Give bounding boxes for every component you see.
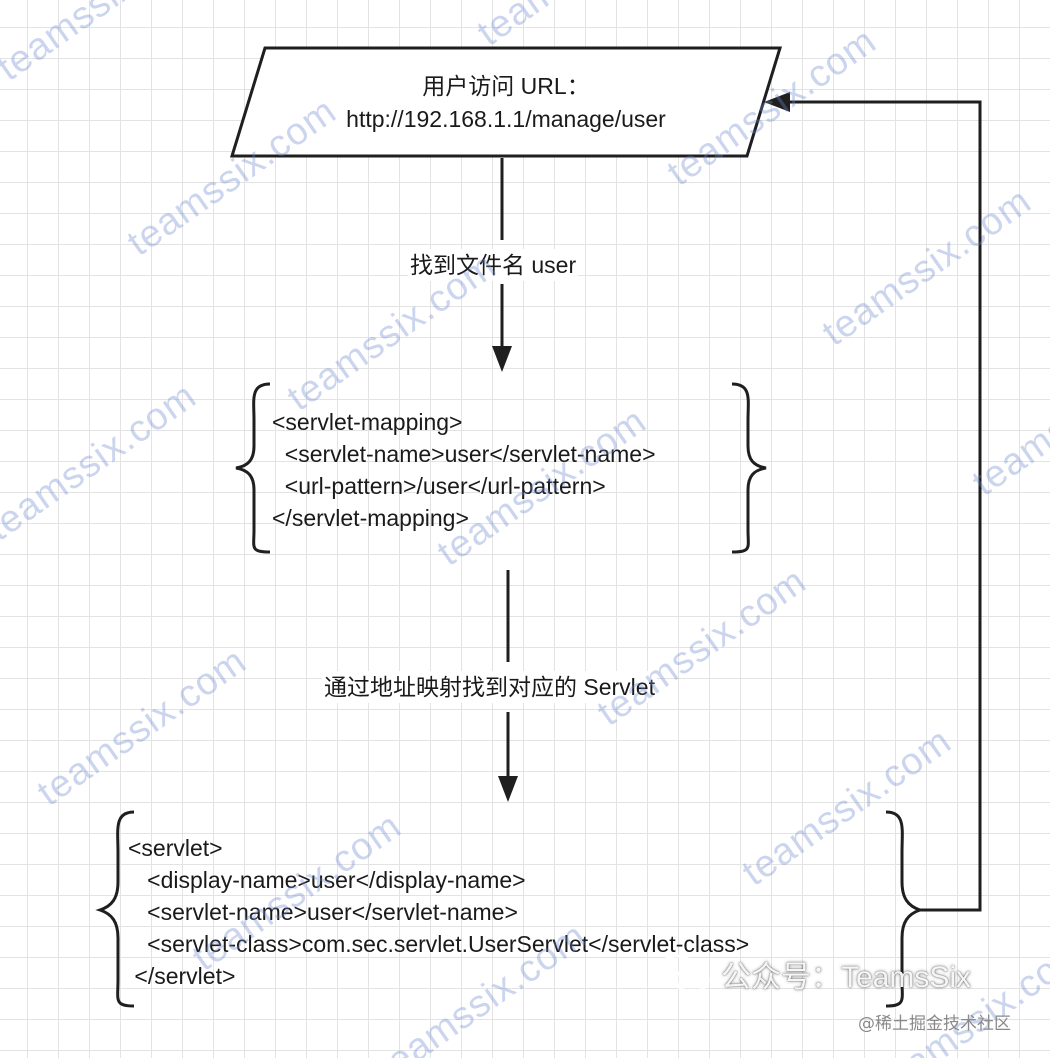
mapping-line-2: <servlet-name>user</servlet-name>: [272, 441, 656, 467]
servlet-line-4: <servlet-class>com.sec.servlet.UserServl…: [128, 931, 750, 957]
start-node-line1: 用户访问 URL：: [422, 73, 590, 99]
mapping-line-1: <servlet-mapping>: [272, 409, 463, 435]
servlet-left-brace: [95, 810, 135, 1008]
mapping-right-brace: [731, 382, 767, 554]
edge-return: [786, 100, 982, 912]
servlet-line-3: <servlet-name>user</servlet-name>: [128, 899, 518, 925]
start-node-line2: http://192.168.1.1/manage/user: [346, 106, 666, 132]
edge-arrowhead-2: [498, 776, 518, 802]
servlet-line-2: <display-name>user</display-name>: [128, 867, 526, 893]
brand-label: 公众号：TeamsSix: [721, 961, 972, 994]
mapping-line-4: </servlet-mapping>: [272, 505, 469, 531]
servlet-line-5: </servlet>: [128, 963, 236, 989]
wechat-icon: [657, 954, 710, 994]
servlet-line-1: <servlet>: [128, 835, 223, 861]
start-parallelogram: [229, 46, 783, 158]
edge-return-arrowhead: [764, 92, 790, 112]
edge-label-1: 找到文件名 user: [408, 249, 579, 281]
mapping-line-3: <url-pattern>/user</url-pattern>: [272, 473, 606, 499]
mapping-left-brace: [235, 382, 271, 554]
site-watermark: @稀土掘金技术社区: [858, 1014, 1011, 1034]
edge-label-2: 通过地址映射找到对应的 Servlet: [322, 671, 657, 703]
wechat-brand-watermark: 公众号：TeamsSix: [655, 952, 971, 996]
edge-arrowhead-1: [492, 346, 512, 372]
